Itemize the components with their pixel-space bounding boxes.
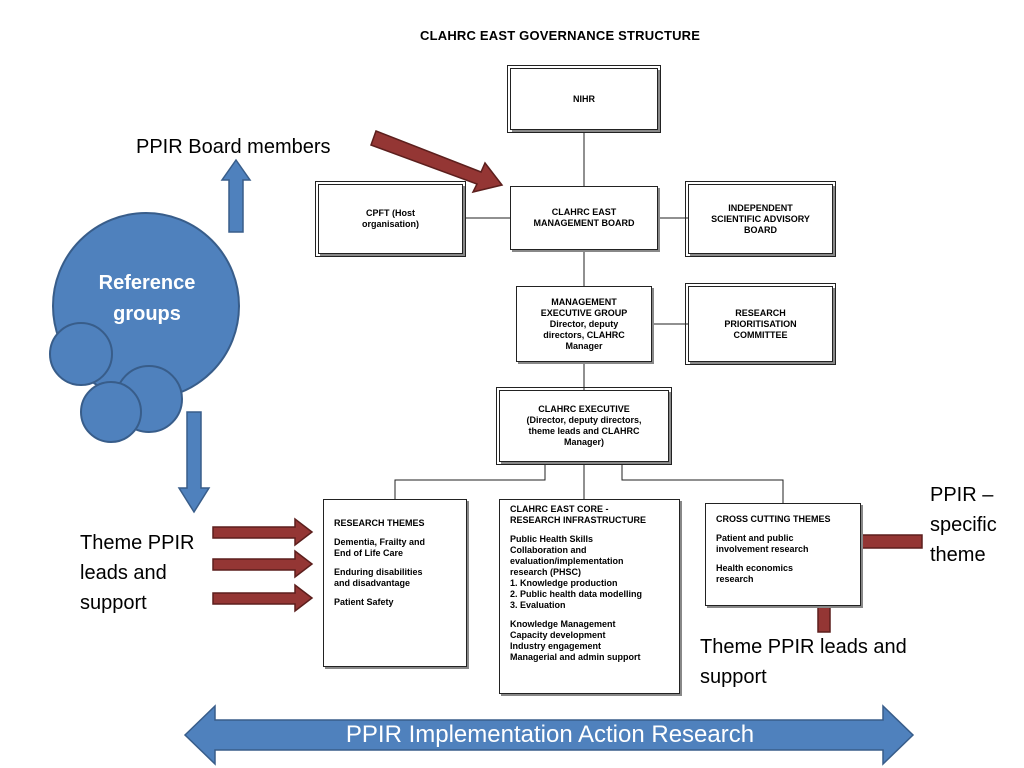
- text-line: organisation): [361, 219, 419, 229]
- blue-down-arrow: [177, 411, 211, 514]
- text-line: CROSS CUTTING THEMES: [716, 514, 831, 524]
- text-line: research: [716, 574, 754, 584]
- text-line: Theme PPIR: [80, 532, 195, 554]
- text-line: Knowledge Management: [510, 619, 616, 629]
- theme-ppir-leads-left-label: Theme PPIR leads and support: [80, 528, 194, 618]
- text-line: CPFT (Host: [366, 208, 415, 218]
- reference-circle-small-3: [80, 381, 142, 443]
- text-line: BOARD: [744, 224, 777, 235]
- text-line: Theme PPIR leads and: [700, 636, 907, 658]
- text-line: MANAGEMENT BOARD: [533, 218, 635, 228]
- text-line: End of Life Care: [334, 548, 404, 558]
- text-line: EXECUTIVE GROUP: [540, 307, 628, 318]
- text-line: involvement research: [716, 544, 809, 554]
- ppir-implementation-banner: PPIR Implementation Action Research: [345, 721, 755, 748]
- reference-circle-small-1: [49, 322, 113, 386]
- text-line: CLAHRC EXECUTIVE: [538, 404, 630, 414]
- text-line: Dementia, Frailty and: [334, 537, 426, 547]
- theme-ppir-leads-bottom-label: Theme PPIR leads and support: [700, 632, 907, 692]
- connector-lines: [394, 128, 784, 503]
- red-right-arrow-2: [212, 549, 314, 579]
- text-line: COMMITTEE: [733, 329, 788, 340]
- text-line: Manager: [565, 340, 603, 351]
- connector-exec-cross: [621, 462, 784, 503]
- red-right-arrow-1: [212, 517, 314, 547]
- bottom-double-arrow: [183, 704, 915, 766]
- text-line: leads and: [80, 562, 167, 584]
- text-line: NIHR: [573, 93, 595, 104]
- text-line: Patient Safety: [334, 597, 394, 607]
- text-line: groups: [113, 303, 181, 325]
- text-line: 2. Public health data modelling: [510, 589, 643, 599]
- text-line: 3. Evaluation: [510, 600, 566, 610]
- clahrc-executive-box: CLAHRC EXECUTIVE(Director, deputy direct…: [496, 387, 672, 465]
- text-line: Managerial and admin support: [510, 652, 641, 662]
- text-line: SCIENTIFIC ADVISORY: [711, 213, 810, 224]
- text-line: RESEARCH: [735, 307, 786, 318]
- text-line: theme: [930, 544, 986, 566]
- text-line: Patient and public: [716, 533, 794, 543]
- reference-groups-circles: [49, 212, 240, 443]
- red-right-arrow-3: [212, 583, 314, 613]
- text-line: RESEARCH INFRASTRUCTURE: [510, 515, 647, 525]
- core-infrastructure-box: CLAHRC EAST CORE -RESEARCH INFRASTRUCTUR…: [499, 499, 680, 694]
- text-line: (Director, deputy directors,: [526, 415, 642, 425]
- text-line: and disadvantage: [334, 578, 411, 588]
- text-line: Collaboration and: [510, 545, 587, 555]
- connector-exec-themes: [394, 462, 546, 499]
- text-line: support: [700, 666, 767, 688]
- text-line: Enduring disabilities: [334, 567, 423, 577]
- text-line: Manager): [563, 437, 604, 447]
- text-line: support: [80, 592, 147, 614]
- text-line: Industry engagement: [510, 641, 602, 651]
- diagram-title: CLAHRC EAST GOVERNANCE STRUCTURE: [420, 28, 701, 43]
- reference-groups-label: Reference groups: [52, 268, 242, 330]
- text-line: CLAHRC EAST CORE -: [510, 504, 609, 514]
- text-line: MANAGEMENT: [551, 296, 617, 307]
- text-line: research (PHSC): [510, 567, 582, 577]
- text-line: INDEPENDENT: [728, 202, 793, 213]
- text-line: PPIR –: [930, 484, 994, 506]
- red-arrow-to-board: [370, 130, 504, 194]
- text-line: directors, CLAHRC: [543, 329, 625, 340]
- blue-up-arrow: [220, 158, 252, 233]
- red-arrows-to-themes: [212, 517, 314, 613]
- text-line: CLAHRC EAST: [551, 207, 617, 217]
- text-line: RESEARCH THEMES: [334, 518, 425, 528]
- text-line: 1. Knowledge production: [510, 578, 618, 588]
- text-line: theme leads and CLAHRC: [528, 426, 640, 436]
- text-line: Public Health Skills: [510, 534, 594, 544]
- text-line: Reference: [98, 272, 196, 294]
- text-line: evaluation/implementation: [510, 556, 624, 566]
- nihr-box: NIHR: [507, 65, 661, 133]
- ppir-board-members-label: PPIR Board members: [136, 136, 331, 158]
- text-line: PRIORITISATION: [724, 318, 797, 329]
- text-line: specific: [930, 514, 997, 536]
- text-line: Health economics: [716, 563, 794, 573]
- ppir-specific-theme-label: PPIR – specific theme: [930, 480, 997, 570]
- text-line: Capacity development: [510, 630, 606, 640]
- text-line: Director, deputy: [549, 318, 619, 329]
